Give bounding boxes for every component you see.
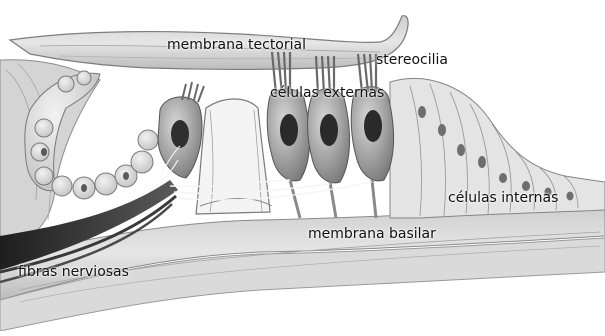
tectorial-membrane-label: membrana tectorial [167,38,306,52]
inner-cells-label: células internas [448,191,558,205]
outer-hair-cells [267,52,393,218]
outer-cells-label: células externas [270,86,384,100]
basilar-membrane-label: membrana basilar [308,227,436,241]
stereocilia-label: stereocilia [376,53,448,67]
tunnel-of-corti [196,99,272,214]
nerve-fibers-label: fibras nerviosas [18,265,129,279]
inner-hair-cell [158,82,204,178]
